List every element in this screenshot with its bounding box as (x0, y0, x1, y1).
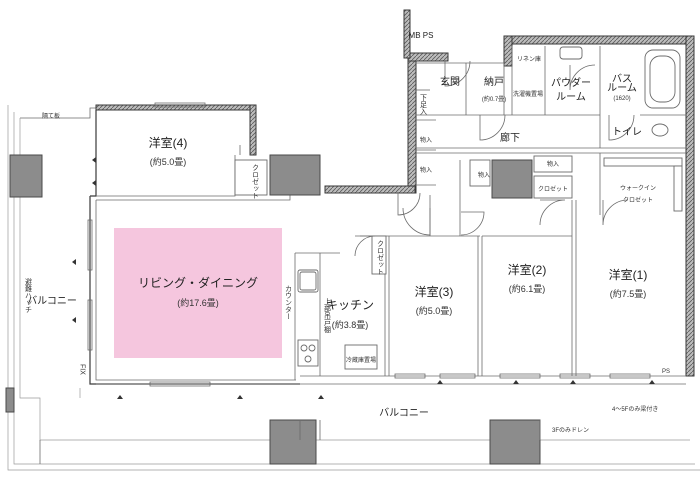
western2-name: 洋室(2) (508, 262, 547, 277)
western3-area: (約5.0畳) (416, 305, 453, 316)
balcony-left-name: バルコニー (27, 295, 77, 307)
balcony-dividers (39, 420, 541, 464)
closet-western4-label: クロゼット (252, 164, 260, 199)
storage-area: (約0.7畳) (482, 95, 506, 103)
living-highlight (114, 228, 282, 358)
closet-hall-label: クロゼット (538, 185, 568, 193)
western2-area: (約6.1畳) (509, 283, 546, 294)
balcony-bottom-name: バルコニー (379, 407, 429, 419)
fridge-space (344, 344, 378, 370)
closet-western3-label: クロゼット (377, 240, 385, 275)
windows (87, 102, 651, 387)
pillar-hall (491, 159, 533, 199)
powder-line2: ルーム (556, 91, 586, 103)
floor-note: 4〜5Fのみ梁付き (612, 405, 658, 413)
kitchen-area: (約3.8畳) (332, 319, 369, 330)
bath-line1: バス (612, 73, 632, 85)
storage-in-3: 物入 (478, 171, 490, 179)
shoe-box-label: 下足入 (420, 94, 428, 115)
pillars (5, 154, 541, 465)
kitchen-name: キッチン (326, 298, 374, 312)
powder-line1: パウダー (551, 76, 591, 89)
partition-label: 隔て板 (42, 112, 60, 120)
closet-western4 (234, 159, 268, 196)
western4-name: 洋室(4) (149, 135, 188, 150)
pillar-bottom-left (269, 419, 317, 465)
doors (239, 60, 635, 257)
balcony-outline (7, 105, 700, 471)
washer-label: 洗濯機置場 (513, 90, 543, 98)
hallway-name: 廊下 (500, 131, 520, 144)
fix-label: FIX (79, 364, 86, 375)
storage-in-4: 物入 (547, 160, 559, 168)
western1-name: 洋室(1) (609, 267, 648, 282)
bath-size: (1620) (613, 96, 630, 102)
pillar-bottom-mid (489, 419, 541, 465)
washbasin (559, 46, 583, 60)
pillar-left-bottom (5, 387, 15, 413)
living-area: (約17.6畳) (177, 297, 219, 308)
western1-area: (約7.5畳) (610, 288, 647, 299)
pillar-closet-a (269, 154, 321, 196)
drain-note: 3Fのみドレン (552, 427, 589, 434)
upper-cabinet-label: 上部吊戸棚 (324, 297, 332, 334)
emergency-hatch-label: 避難ハッチ (25, 277, 33, 313)
small-labels: MB PS リネン庫 洗濯機置場 下足入 物入 物入 物入 物入 クロゼット ク… (25, 31, 671, 434)
fridge-label: 冷蔵庫置場 (346, 356, 376, 364)
linen-label: リネン庫 (517, 55, 541, 63)
pillar-left-top (9, 154, 43, 198)
fixtures (234, 46, 683, 370)
storage-in-1: 物入 (420, 136, 432, 144)
storage-name: 納戸 (484, 75, 504, 88)
closet-western3 (371, 235, 387, 275)
entrance-name: 玄関 (440, 75, 460, 88)
living-name: リビング・ダイニング (138, 275, 258, 290)
walkin-line1: ウォークイン (620, 184, 656, 192)
exterior-walls (95, 9, 695, 377)
markers (72, 157, 655, 399)
toilet-name: トイレ (612, 127, 642, 138)
western3-name: 洋室(3) (415, 284, 454, 299)
western4-area: (約5.0畳) (150, 156, 187, 167)
ps-label: PS (662, 369, 670, 375)
mb-ps-label: MB PS (409, 31, 434, 40)
counter-label: カウンター (285, 285, 293, 320)
room-labels: 洋室(4) (約5.0畳) リビング・ダイニング (約17.6畳) キッチン (… (27, 73, 656, 419)
storage-in-2: 物入 (420, 166, 432, 174)
bath-line2: ルーム (607, 82, 637, 94)
walkin-line2: クロゼット (623, 196, 653, 204)
toilet-bowl (651, 123, 669, 137)
